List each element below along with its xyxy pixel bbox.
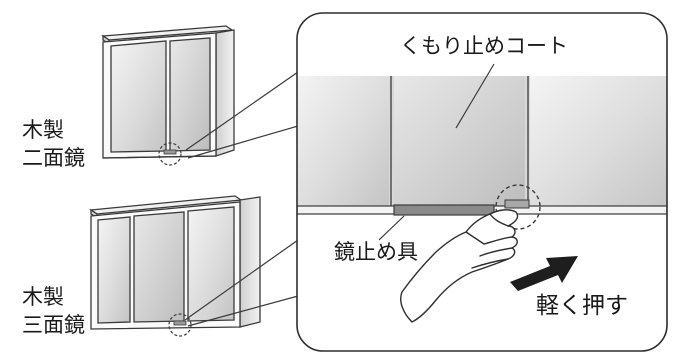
hand-illustration <box>400 209 519 323</box>
mirror-stopper <box>393 204 495 216</box>
stopper-highlight-detail <box>495 184 541 230</box>
leader-lines <box>184 71 299 327</box>
three-panel-label-line1: 木製 <box>22 285 64 309</box>
anti-fog-leader <box>455 63 495 129</box>
stopper-leader <box>378 215 405 241</box>
three-panel-label-line2: 三面鏡 <box>22 313 85 337</box>
push-arrow <box>510 256 578 291</box>
anti-fog-coat-label: くもり止めコート <box>400 34 568 58</box>
press-lightly-label: 軽く押す <box>536 293 628 319</box>
detail-frame <box>296 12 668 352</box>
two-panel-cabinet <box>101 25 235 159</box>
two-panel-label-line2: 二面鏡 <box>22 146 85 170</box>
detail-view <box>297 13 667 351</box>
stopper-highlight-two-panel <box>158 142 182 166</box>
three-panel-cabinet <box>89 195 261 330</box>
mirror-stopper-label: 鏡止め具 <box>334 240 418 264</box>
two-panel-label-line1: 木製 <box>22 118 64 142</box>
